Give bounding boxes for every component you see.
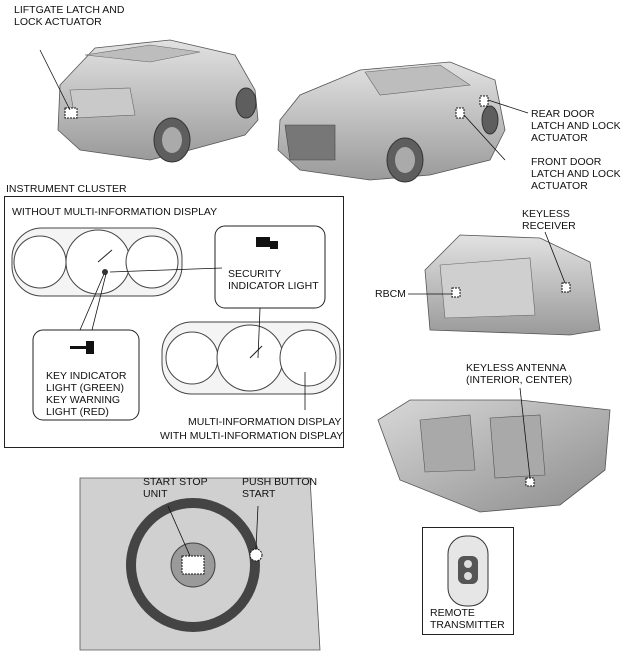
front-vehicle-illustration	[277, 61, 506, 183]
instrument-cluster-label: INSTRUMENT CLUSTER	[6, 183, 127, 195]
front-door-label: FRONT DOOR LATCH AND LOCK ACTUATOR	[531, 156, 621, 192]
with-mid-label: WITH MULTI-INFORMATION DISPLAY	[160, 430, 344, 442]
without-mid-label: WITHOUT MULTI-INFORMATION DISPLAY	[12, 206, 218, 218]
rbcm-label: RBCM	[375, 288, 406, 300]
cluster-without-mid	[11, 227, 183, 297]
interior-cutaway-illustration	[377, 387, 611, 513]
keyless-antenna-label: KEYLESS ANTENNA (INTERIOR, CENTER)	[466, 362, 573, 386]
key-indicator-callout	[32, 273, 140, 421]
cargo-area-illustration	[408, 231, 601, 336]
instrument-cluster-box	[4, 196, 344, 448]
key-indicator-label: KEY INDICATOR LIGHT (GREEN) KEY WARNING …	[46, 370, 127, 418]
door-actuator-markers	[455, 95, 529, 161]
rear-vehicle-illustration	[57, 39, 259, 163]
push-button-label: PUSH BUTTON START	[242, 476, 318, 500]
cluster-with-mid	[161, 321, 341, 395]
keyless-receiver-label: KEYLESS RECEIVER	[522, 208, 576, 232]
remote-transmitter-box	[422, 527, 514, 635]
rear-door-label: REAR DOOR LATCH AND LOCK ACTUATOR	[531, 108, 621, 144]
start-stop-label: START STOP UNIT	[143, 476, 208, 500]
security-light-label: SECURITY INDICATOR LIGHT	[228, 268, 319, 292]
remote-transmitter-label: REMOTE TRANSMITTER	[430, 607, 505, 631]
security-light-callout	[109, 225, 326, 359]
mid-label: MULTI-INFORMATION DISPLAY	[188, 416, 342, 428]
liftgate-label: LIFTGATE LATCH AND LOCK ACTUATOR	[14, 4, 125, 28]
dashboard-illustration	[79, 477, 321, 651]
liftgate-actuator-marker	[39, 49, 78, 119]
remote-transmitter-illustration	[447, 535, 489, 607]
